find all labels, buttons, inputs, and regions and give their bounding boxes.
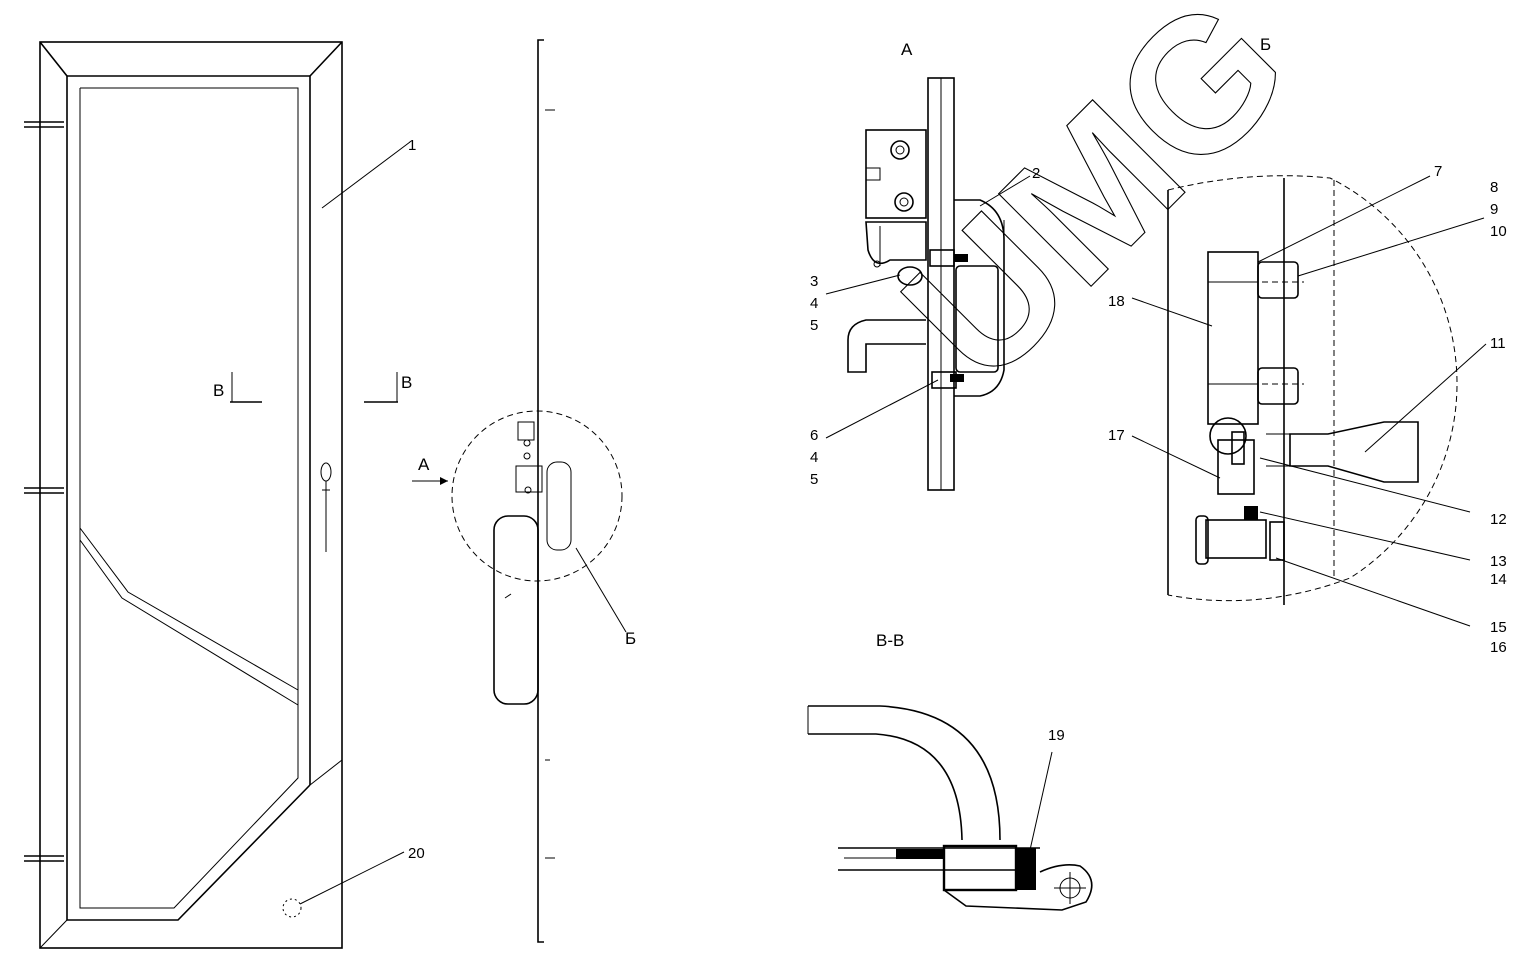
callout-17: 17 (1108, 427, 1125, 444)
section-vv (807, 705, 1093, 911)
callout-15: 15 (1490, 619, 1507, 636)
callout-8: 8 (1490, 179, 1498, 196)
callout-12: 12 (1490, 511, 1507, 528)
callout-13: 13 (1490, 553, 1507, 570)
callout-4-upper: 4 (810, 295, 818, 312)
callout-5-lower: 5 (810, 471, 818, 488)
callout-19: 19 (1048, 727, 1065, 744)
view-a-arrow-label: А (418, 455, 430, 474)
hinge-bottom (24, 855, 64, 862)
callout-16: 16 (1490, 639, 1507, 656)
callout-11: 11 (1490, 335, 1506, 352)
callout-6: 6 (810, 427, 818, 444)
door-handle (320, 462, 332, 552)
callout-20: 20 (408, 845, 425, 862)
callout-4-lower: 4 (810, 449, 818, 466)
section-mark-right-label: В (401, 373, 412, 392)
view-b-ref-label: Б (625, 629, 636, 648)
callout-9: 9 (1490, 201, 1498, 218)
section-vv-label: В-В (876, 631, 904, 650)
callout-2: 2 (1032, 165, 1040, 182)
section-mark-right (364, 372, 398, 403)
callout-10: 10 (1490, 223, 1507, 240)
door-side-view (412, 39, 627, 943)
hinge-top (24, 121, 64, 128)
callout-14: 14 (1490, 571, 1507, 588)
callout-1: 1 (408, 137, 416, 154)
view-a-label: А (901, 40, 913, 59)
view-b-detail (1131, 175, 1487, 627)
callout-5-upper: 5 (810, 317, 818, 334)
callout-18: 18 (1108, 293, 1125, 310)
view-b-label: Б (1260, 35, 1271, 54)
hinge-middle (24, 487, 64, 494)
callout-7: 7 (1434, 163, 1442, 180)
section-mark-left-label: В (213, 381, 224, 400)
door-front-view (24, 41, 411, 949)
drain-hole (282, 898, 302, 918)
section-mark-left (230, 372, 262, 403)
callout-3: 3 (810, 273, 818, 290)
view-a-detail (825, 77, 1031, 491)
